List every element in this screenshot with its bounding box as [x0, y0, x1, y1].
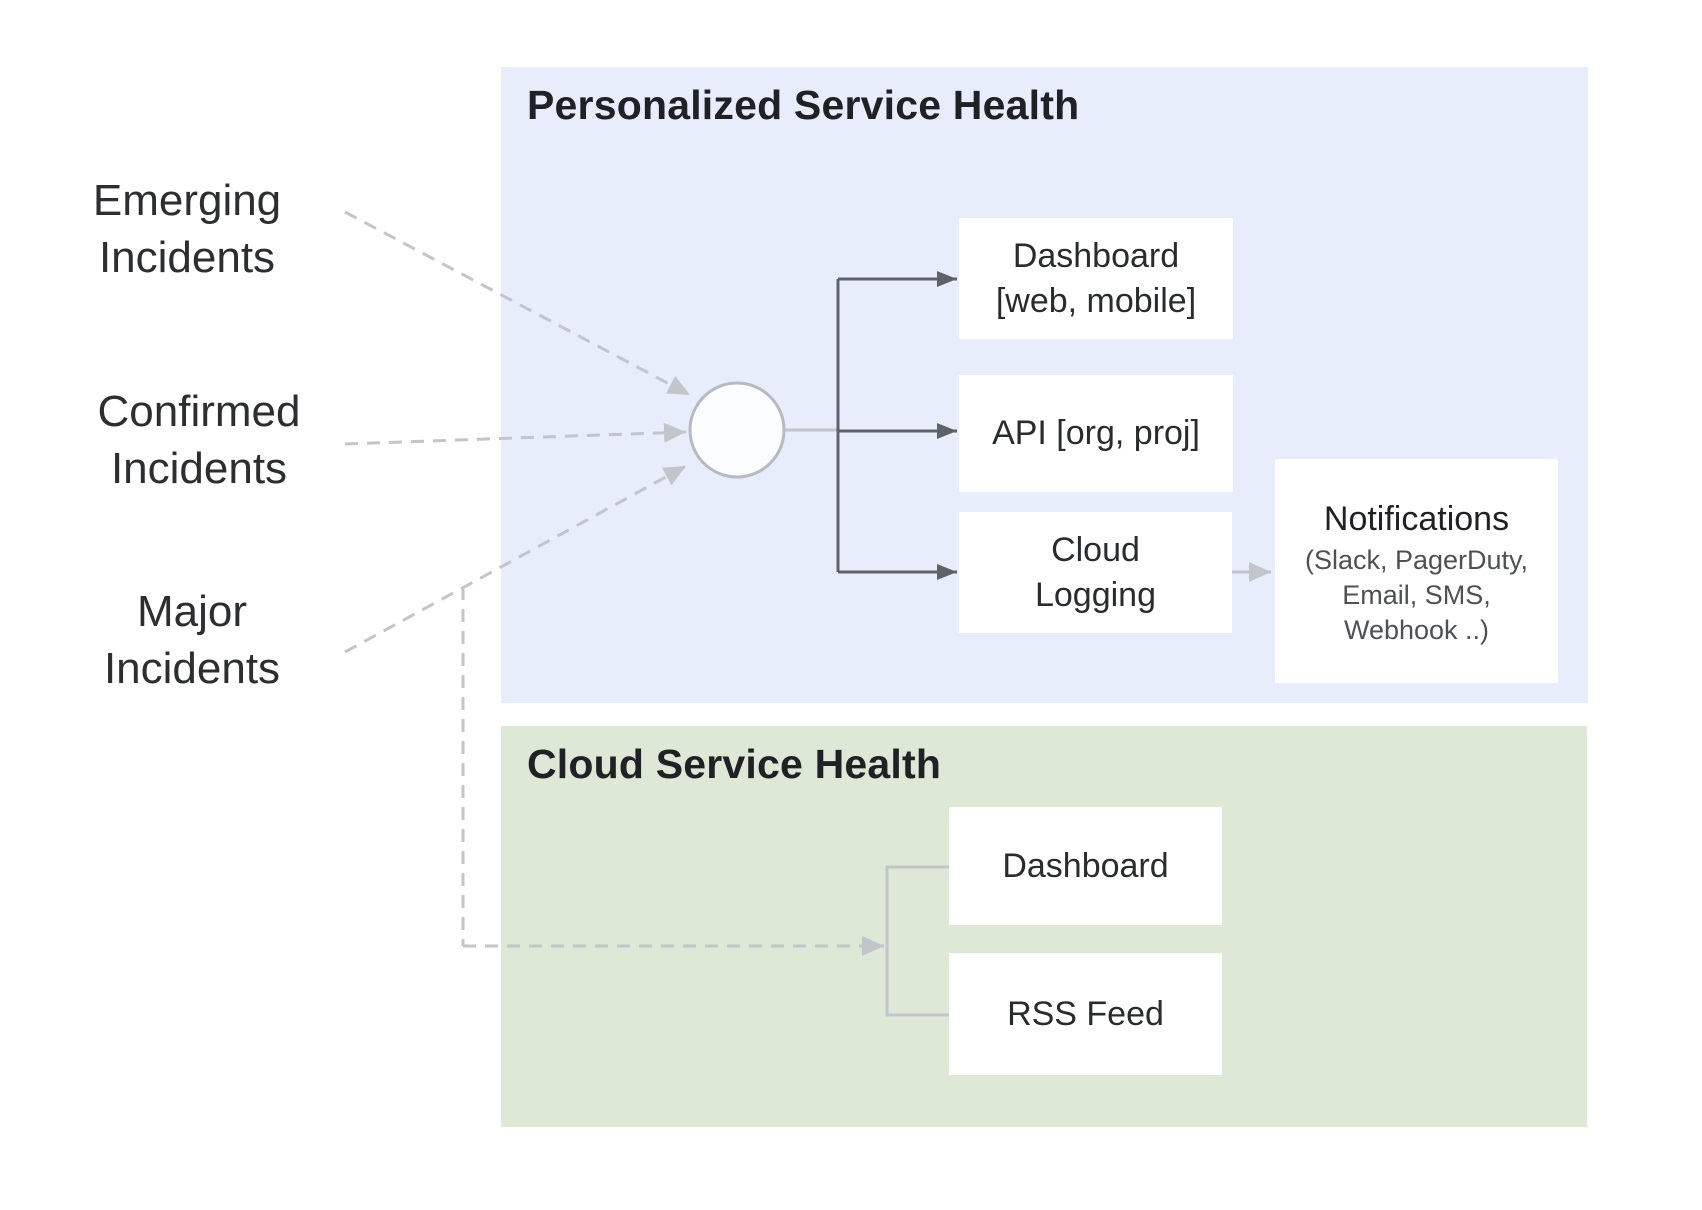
- personalized-panel-title: Personalized Service Health: [527, 82, 1080, 128]
- api-box: API [org, proj]: [959, 375, 1233, 492]
- cloud-dashboard-label: Dashboard: [1002, 846, 1169, 885]
- rss-feed-label: RSS Feed: [1007, 994, 1164, 1033]
- personalized-dashboard-box: Dashboard [web, mobile]: [959, 218, 1233, 339]
- cloud-panel-title: Cloud Service Health: [527, 741, 942, 787]
- cloud-fork-bracket: [885, 865, 949, 1017]
- personalized-dashboard-label: Dashboard [web, mobile]: [995, 236, 1197, 320]
- arrow-major-to-node: [344, 464, 687, 654]
- label-confirmed-incidents: Confirmed Incidents: [97, 387, 301, 493]
- label-major-incidents: Major Incidents: [103, 587, 281, 693]
- notifications-channels: (Slack, PagerDuty, Email, SMS, Webhook .…: [1304, 544, 1529, 645]
- notifications-box: Notifications (Slack, PagerDuty, Email, …: [1275, 459, 1558, 683]
- api-label: API [org, proj]: [992, 414, 1200, 452]
- arrow-confirmed-to-node: [344, 422, 687, 446]
- label-emerging-incidents: Emerging Incidents: [92, 176, 282, 282]
- rss-feed-box: RSS Feed: [949, 953, 1222, 1075]
- cloud-logging-label: Cloud Logging: [1034, 530, 1156, 614]
- notifications-title: Notifications: [1323, 499, 1510, 538]
- aggregator-node: [688, 381, 786, 479]
- cloud-logging-box: Cloud Logging: [959, 512, 1232, 633]
- arrow-emerging-to-node: [344, 210, 691, 397]
- cloud-dashboard-box: Dashboard: [949, 807, 1222, 925]
